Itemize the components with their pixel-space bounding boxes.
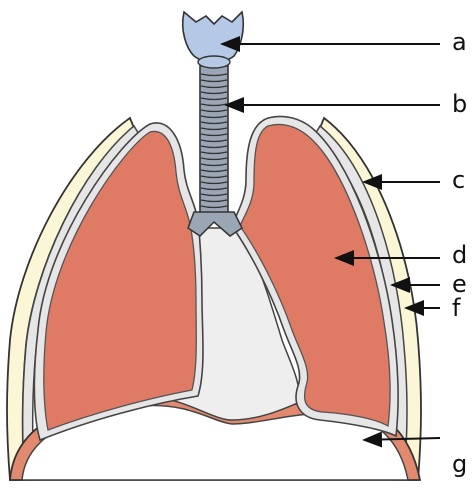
label-b: b: [452, 92, 467, 116]
label-f: f: [452, 296, 460, 320]
label-e: e: [452, 272, 467, 296]
left-lung: [44, 131, 197, 430]
label-d: d: [452, 243, 467, 267]
label-a: a: [452, 30, 467, 54]
larynx: [183, 12, 244, 62]
label-c: c: [452, 168, 465, 192]
larynx-ring: [198, 56, 230, 68]
label-g: g: [452, 452, 467, 476]
